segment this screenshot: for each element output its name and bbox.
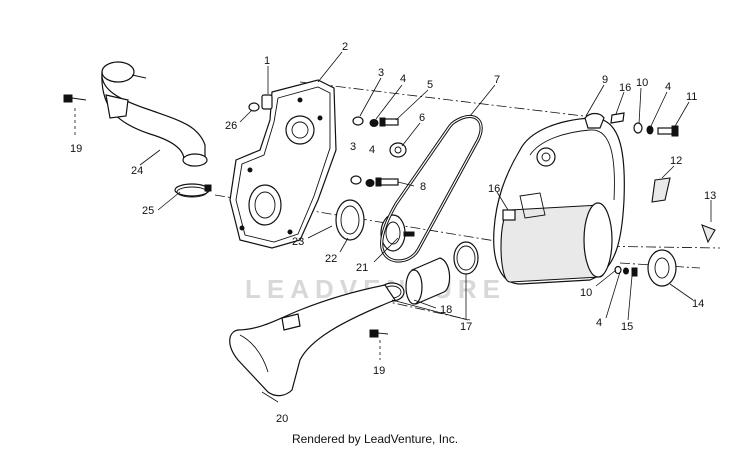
washer-bolt-set-middle (350, 175, 399, 187)
washer-bolt-set-top (352, 116, 399, 127)
callout-leader-lines (139, 51, 712, 403)
callout-10b: 10 (580, 287, 592, 299)
decal-part-12 (651, 177, 671, 203)
callout-12: 12 (670, 155, 682, 167)
decal-part-13 (701, 224, 716, 244)
callout-13: 13 (704, 190, 716, 202)
screw-part-19-top (63, 94, 87, 135)
spacer-part-6 (389, 142, 407, 158)
callout-4b: 4 (665, 81, 671, 93)
seal-parts (335, 199, 415, 252)
callout-16b: 16 (488, 183, 500, 195)
callout-23: 23 (292, 236, 304, 248)
intake-duct-part (101, 61, 208, 167)
callout-24: 24 (131, 165, 143, 177)
callout-18: 18 (440, 304, 452, 316)
inner-cover-plate-part (229, 79, 337, 249)
callout-9: 9 (602, 74, 608, 86)
callout-17: 17 (460, 321, 472, 333)
lower-duct-part (229, 284, 396, 397)
callout-16a: 16 (619, 82, 631, 94)
screw-part-19-bottom (369, 329, 389, 360)
render-credit: Rendered by LeadVenture, Inc. (291, 432, 459, 446)
callout-8: 8 (420, 181, 426, 193)
cover-hardware-top (610, 112, 679, 137)
callout-1: 1 (264, 55, 270, 67)
callout-2: 2 (342, 41, 348, 53)
callout-4d: 4 (596, 317, 602, 329)
ring-part-14 (647, 249, 677, 287)
callout-10a: 10 (636, 77, 648, 89)
callout-21: 21 (356, 262, 368, 274)
callout-4c: 4 (369, 144, 375, 156)
clamp-and-sleeve-parts (379, 241, 479, 305)
callout-19a: 19 (70, 143, 82, 155)
callout-labels: 1 2 3 4 5 6 7 9 16 10 4 11 26 3 4 8 19 2… (70, 41, 716, 425)
callout-7: 7 (494, 74, 500, 86)
callout-22: 22 (325, 253, 337, 265)
callout-3a: 3 (378, 67, 384, 79)
callout-15: 15 (621, 321, 633, 333)
bushing-parts (248, 94, 273, 112)
cover-hardware-bottom (614, 265, 638, 277)
callout-6: 6 (419, 112, 425, 124)
callout-4a: 4 (400, 73, 406, 85)
callout-19b: 19 (373, 365, 385, 377)
callout-11: 11 (686, 91, 697, 103)
outer-cover-part (493, 112, 625, 285)
callout-26: 26 (225, 120, 237, 132)
callout-3b: 3 (350, 141, 356, 153)
callout-14: 14 (692, 298, 704, 310)
callout-25: 25 (142, 205, 154, 217)
clamp-part-25 (174, 183, 212, 198)
callout-20: 20 (276, 413, 288, 425)
drive-belt-part (380, 114, 483, 263)
callout-5: 5 (427, 79, 433, 91)
